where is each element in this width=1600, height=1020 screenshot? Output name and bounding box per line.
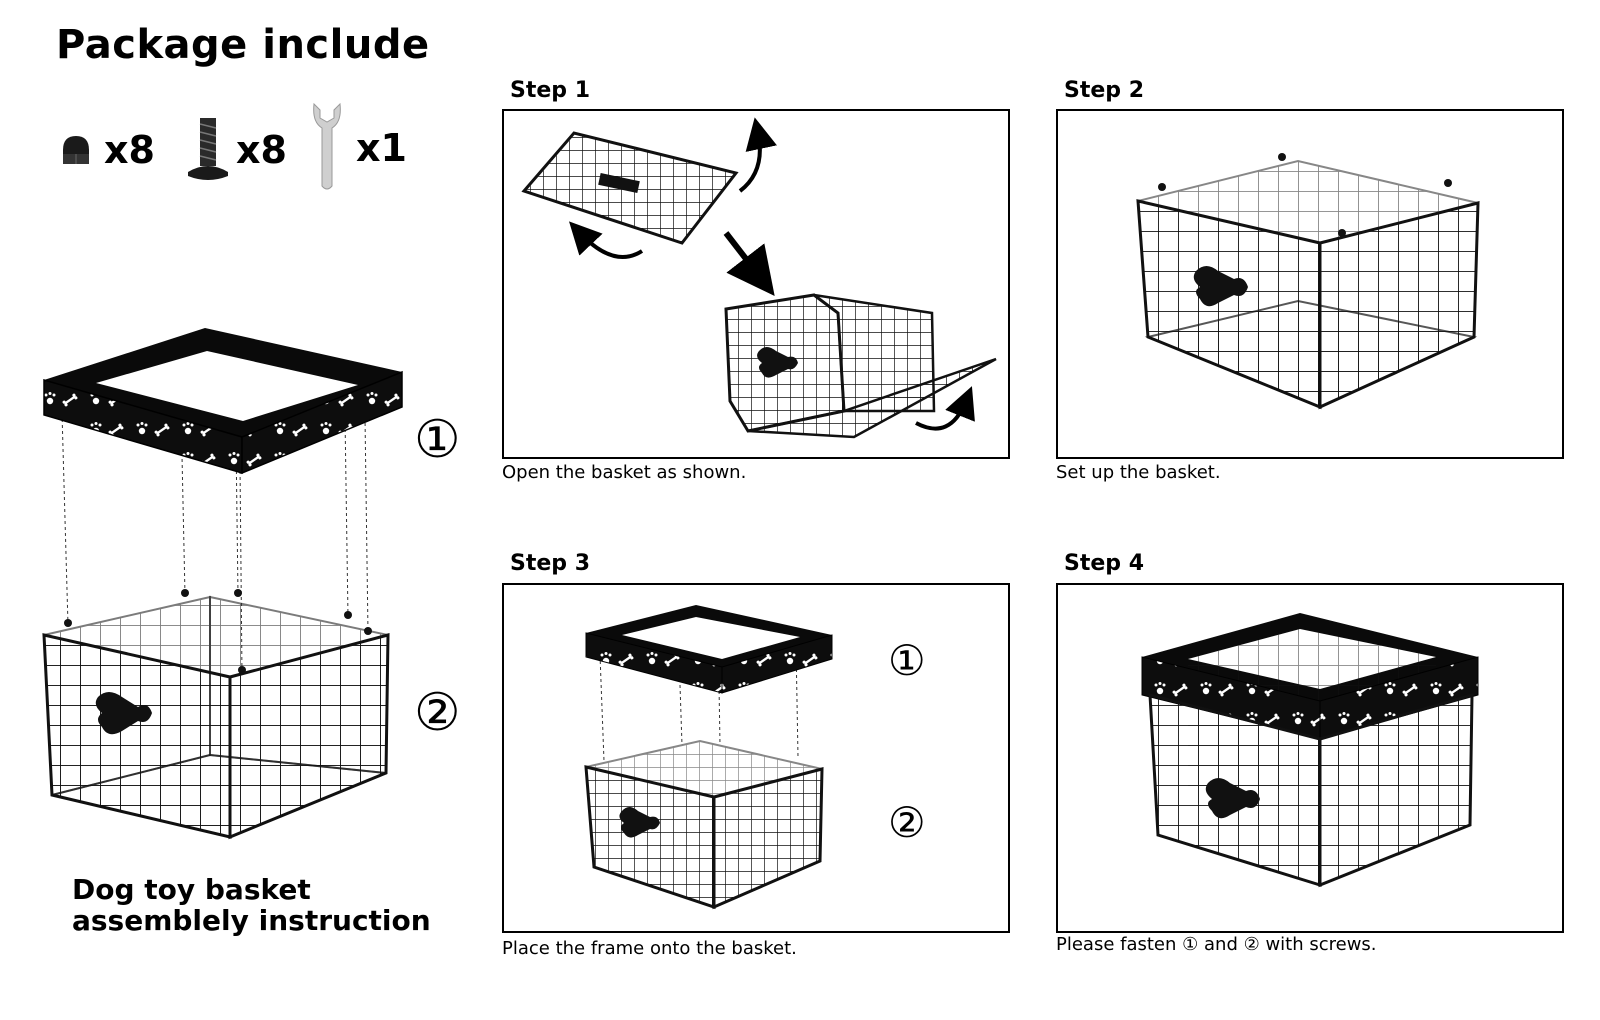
- step-3-caption: Place the frame onto the basket.: [502, 938, 797, 959]
- document-caption: Dog toy basket assemblely instruction: [72, 874, 431, 936]
- wrench-icon: [313, 102, 341, 190]
- document-caption-line-1: Dog toy basket: [72, 873, 311, 906]
- step-2-illustration: [1136, 153, 1480, 410]
- frame-part-1: [43, 328, 403, 475]
- step-2-caption: Set up the basket.: [1056, 462, 1221, 483]
- page-title: Package include: [56, 22, 430, 68]
- step-3-title: Step 3: [510, 551, 590, 576]
- screw-icon: [188, 118, 228, 180]
- basket-marker: ②: [414, 683, 461, 743]
- wire-basket-part-2: [42, 589, 390, 840]
- exploded-assembly-diagram: [42, 328, 403, 840]
- nut-quantity: x8: [104, 128, 155, 172]
- step-4-title: Step 4: [1064, 551, 1144, 576]
- wrench-quantity: x1: [356, 126, 407, 170]
- step-3-panel: [502, 583, 1010, 933]
- step-1-panel: [502, 109, 1010, 459]
- step-2-panel: [1056, 109, 1564, 459]
- step-1-caption: Open the basket as shown.: [502, 462, 747, 483]
- package-contents: x8 x8 x1: [56, 100, 416, 200]
- nut-icon: [63, 136, 89, 164]
- step-4-panel: [1056, 583, 1564, 933]
- step-3-basket-marker: ②: [888, 798, 926, 847]
- step-3-illustration: [584, 605, 833, 910]
- screw-quantity: x8: [236, 128, 287, 172]
- frame-marker: ①: [414, 410, 461, 470]
- document-caption-line-2: assemblely instruction: [72, 904, 431, 937]
- step-3-frame-marker: ①: [888, 636, 926, 685]
- step-4-illustration: [1141, 613, 1479, 888]
- step-1-title: Step 1: [510, 78, 590, 103]
- step-2-title: Step 2: [1064, 78, 1144, 103]
- step-4-caption: Please fasten ① and ② with screws.: [1056, 934, 1377, 955]
- step-1-illustration: [521, 117, 997, 439]
